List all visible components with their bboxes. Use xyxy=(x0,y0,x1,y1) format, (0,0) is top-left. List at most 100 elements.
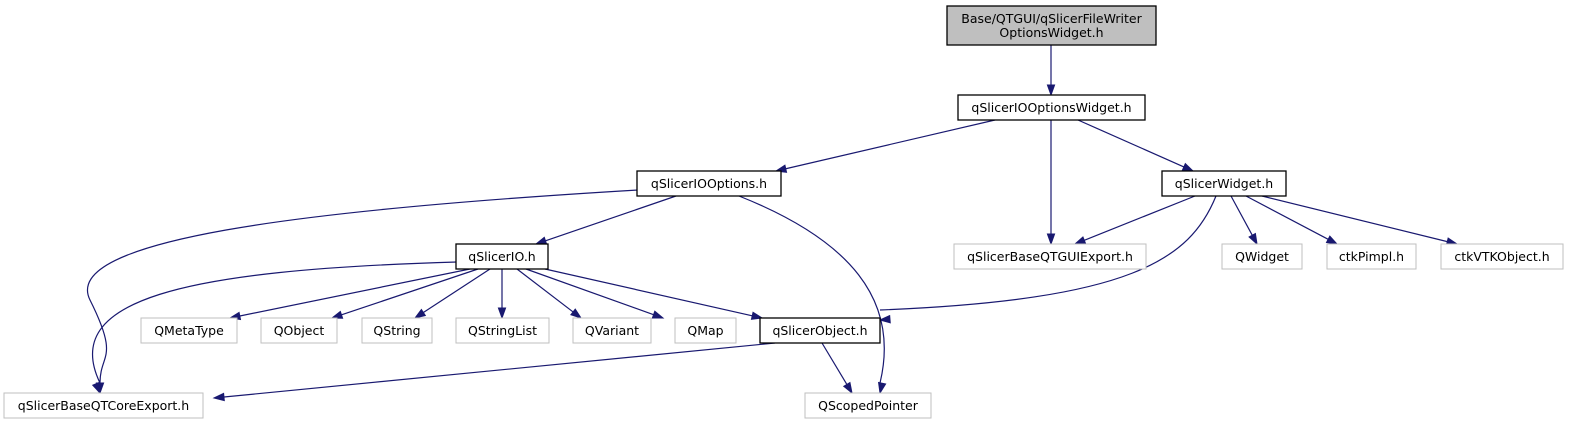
node-label: qSlicerObject.h xyxy=(772,323,867,338)
node-label: qSlicerIOOptionsWidget.h xyxy=(971,100,1131,115)
node-label: ctkPimpl.h xyxy=(1339,249,1404,264)
node-object[interactable]: qSlicerObject.h xyxy=(759,317,881,344)
edge-io-to-qmap-arrowhead xyxy=(651,310,665,319)
edge-ioOptionsWidget-to-ioOptions xyxy=(774,119,996,173)
edge-io-to-qtcoreExport xyxy=(91,261,458,395)
edge-widget-to-ctkVTKObject-line xyxy=(1261,195,1448,243)
node-label: qSlicerBaseQTCoreExport.h xyxy=(18,398,189,413)
node-box xyxy=(260,317,338,344)
edge-ioOptions-to-scopedPointer-arrowhead xyxy=(877,381,887,395)
node-root[interactable]: Base/QTGUI/qSlicerFileWriterOptionsWidge… xyxy=(946,5,1157,46)
node-label: QStringList xyxy=(468,323,537,338)
node-qmetatype[interactable]: QMetaType xyxy=(140,317,238,344)
edge-object-to-qtcoreExport-line xyxy=(223,342,776,398)
edge-object-to-qtcoreExport-arrowhead xyxy=(212,392,225,402)
edge-io-to-qtcoreExport-arrowhead xyxy=(91,381,101,395)
node-box xyxy=(759,317,881,344)
edge-ioOptionsWidget-to-widget xyxy=(1077,119,1195,172)
edge-io-to-qstring-line xyxy=(423,268,491,314)
edge-widget-to-object xyxy=(878,195,1217,324)
edge-root-to-ioOptionsWidget-arrowhead xyxy=(1046,84,1056,97)
edge-object-to-qtcoreExport xyxy=(212,342,776,402)
edge-root-to-ioOptionsWidget xyxy=(1046,45,1056,97)
node-box xyxy=(957,94,1146,121)
node-ctkVTKObject[interactable]: ctkVTKObject.h xyxy=(1440,243,1564,270)
edge-io-to-qobject xyxy=(330,268,479,319)
edge-object-to-scopedPointer xyxy=(821,342,853,395)
edge-ioOptions-to-scopedPointer-line xyxy=(738,195,885,384)
edge-ioOptions-to-io-line xyxy=(545,195,677,242)
edge-widget-to-qtguiExport-arrowhead xyxy=(1073,236,1087,245)
edge-widget-to-ctkPimpl xyxy=(1245,195,1339,245)
edge-ioOptions-to-qtcoreExport-line xyxy=(87,189,639,384)
node-box xyxy=(140,317,238,344)
nodes-layer: Base/QTGUI/qSlicerFileWriterOptionsWidge… xyxy=(3,5,1564,419)
node-label: qSlicerWidget.h xyxy=(1175,176,1273,191)
node-qtcoreExport[interactable]: qSlicerBaseQTCoreExport.h xyxy=(3,392,204,419)
node-label: qSlicerBaseQTGUIExport.h xyxy=(967,249,1133,264)
edge-widget-to-qtguiExport-line xyxy=(1084,195,1196,241)
edge-io-to-qmap-line xyxy=(525,268,654,316)
edges-layer xyxy=(87,45,1459,402)
node-label: ctkVTKObject.h xyxy=(1454,249,1549,264)
edge-io-to-qobject-arrowhead xyxy=(330,310,344,319)
node-box xyxy=(572,317,652,344)
node-label: QVariant xyxy=(585,323,639,338)
node-qtguiExport[interactable]: qSlicerBaseQTGUIExport.h xyxy=(953,243,1147,270)
edge-io-to-qtcoreExport-line xyxy=(91,261,458,384)
node-qmap[interactable]: QMap xyxy=(674,317,737,344)
edge-widget-to-object-arrowhead xyxy=(878,314,891,324)
edge-io-to-qobject-line xyxy=(341,268,479,316)
node-box xyxy=(455,317,550,344)
node-box xyxy=(1326,243,1417,270)
node-label: QMetaType xyxy=(154,323,224,338)
node-label: QWidget xyxy=(1235,249,1289,264)
node-box xyxy=(455,243,549,270)
edge-io-to-qstring-arrowhead xyxy=(413,308,427,319)
edge-ioOptions-to-io-arrowhead xyxy=(534,236,548,245)
node-box xyxy=(3,392,204,419)
node-ioOptions[interactable]: qSlicerIOOptions.h xyxy=(636,170,782,197)
edge-io-to-qvariant-arrowhead xyxy=(570,308,583,319)
node-box xyxy=(636,170,782,197)
edge-ioOptions-to-scopedPointer xyxy=(738,195,887,395)
node-label: QMap xyxy=(687,323,723,338)
node-ioOptionsWidget[interactable]: qSlicerIOOptionsWidget.h xyxy=(957,94,1146,121)
node-widget[interactable]: qSlicerWidget.h xyxy=(1161,170,1287,197)
node-box xyxy=(1221,243,1303,270)
edge-widget-to-qwidget-line xyxy=(1230,195,1253,236)
edge-io-to-qstring xyxy=(413,268,491,319)
node-label: QObject xyxy=(274,323,325,338)
node-box xyxy=(1161,170,1287,197)
node-io[interactable]: qSlicerIO.h xyxy=(455,243,549,270)
edge-io-to-qvariant-line xyxy=(516,268,574,313)
node-label: QScopedPointer xyxy=(818,398,919,413)
node-qwidget[interactable]: QWidget xyxy=(1221,243,1303,270)
node-ctkPimpl[interactable]: ctkPimpl.h xyxy=(1326,243,1417,270)
edge-ioOptionsWidget-to-widget-arrowhead xyxy=(1181,162,1195,172)
edge-widget-to-ctkPimpl-line xyxy=(1245,195,1329,240)
node-scopedPointer[interactable]: QScopedPointer xyxy=(804,392,932,419)
node-label: qSlicerIO.h xyxy=(468,249,535,264)
edge-ioOptionsWidget-to-qtguiExport xyxy=(1046,120,1056,246)
edge-ioOptionsWidget-to-widget-line xyxy=(1077,119,1185,168)
edge-widget-to-qwidget-arrowhead xyxy=(1248,232,1258,246)
node-qstringlist[interactable]: QStringList xyxy=(455,317,550,344)
node-qstring[interactable]: QString xyxy=(361,317,433,344)
edge-ioOptionsWidget-to-ioOptions-line xyxy=(785,119,996,170)
edge-widget-to-qtguiExport xyxy=(1073,195,1196,245)
edge-widget-to-qwidget xyxy=(1230,195,1258,246)
edge-widget-to-object-line xyxy=(879,195,1217,311)
node-box xyxy=(804,392,932,419)
node-qvariant[interactable]: QVariant xyxy=(572,317,652,344)
edge-widget-to-ctkPimpl-arrowhead xyxy=(1325,235,1339,245)
node-label: qSlicerIOOptions.h xyxy=(651,176,767,191)
node-box xyxy=(953,243,1147,270)
edge-object-to-scopedPointer-arrowhead xyxy=(842,381,853,395)
node-qobject[interactable]: QObject xyxy=(260,317,338,344)
edge-io-to-qmap xyxy=(525,268,665,319)
edge-io-to-qstringlist-arrowhead xyxy=(497,307,507,320)
node-label: Base/QTGUI/qSlicerFileWriter xyxy=(961,11,1142,26)
edge-io-to-qvariant xyxy=(516,268,583,319)
